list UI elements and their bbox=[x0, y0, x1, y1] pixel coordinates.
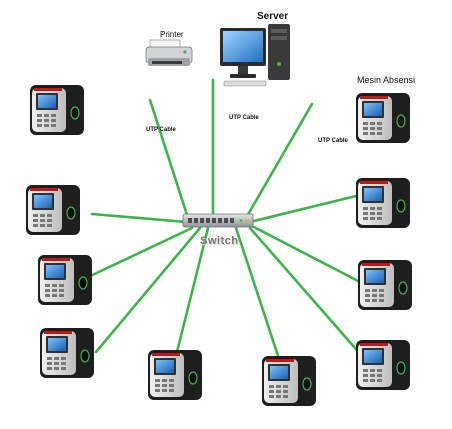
printer-icon bbox=[145, 39, 193, 66]
utp-cable-line-9 bbox=[248, 194, 358, 224]
mesin-absensi-label: Mesin Absensi bbox=[357, 75, 416, 85]
switch-label: Switch bbox=[200, 235, 239, 247]
utp-cable-line-5 bbox=[94, 226, 202, 354]
attendance-terminal-icon-4 bbox=[39, 327, 95, 379]
attendance-terminal-icon-9 bbox=[357, 259, 413, 311]
printer-label: Printer bbox=[160, 30, 184, 39]
attendance-terminal-icon-6 bbox=[261, 355, 317, 407]
attendance-terminal-icon-7 bbox=[355, 92, 411, 144]
network-switch bbox=[182, 213, 254, 228]
attendance-terminal-icon-10 bbox=[355, 339, 411, 391]
utp-cable-line-10 bbox=[250, 224, 362, 284]
utp-cable-label-center: UTP Cable bbox=[229, 115, 259, 121]
attendance-terminal-icon-1 bbox=[29, 84, 85, 136]
attendance-terminal-icon-3 bbox=[37, 254, 93, 306]
utp-cable-line-8 bbox=[244, 102, 314, 220]
utp-cable-label-right: UTP Cable bbox=[318, 138, 348, 144]
utp-cable-line-7 bbox=[234, 226, 284, 370]
utp-cable-line-4 bbox=[84, 226, 194, 280]
attendance-terminal-icon-5 bbox=[147, 349, 203, 401]
server-label: Server bbox=[257, 11, 289, 22]
utp-cable-label-left: UTP Cable bbox=[146, 127, 176, 133]
server-icon bbox=[220, 24, 290, 87]
utp-cable-line-3 bbox=[90, 212, 188, 224]
attendance-terminal-icon-8 bbox=[355, 177, 411, 229]
utp-cable-line-11 bbox=[248, 226, 364, 358]
utp-cable-line-2 bbox=[148, 98, 190, 220]
attendance-terminal-icon-2 bbox=[25, 184, 81, 236]
utp-cable-line-6 bbox=[173, 226, 210, 362]
